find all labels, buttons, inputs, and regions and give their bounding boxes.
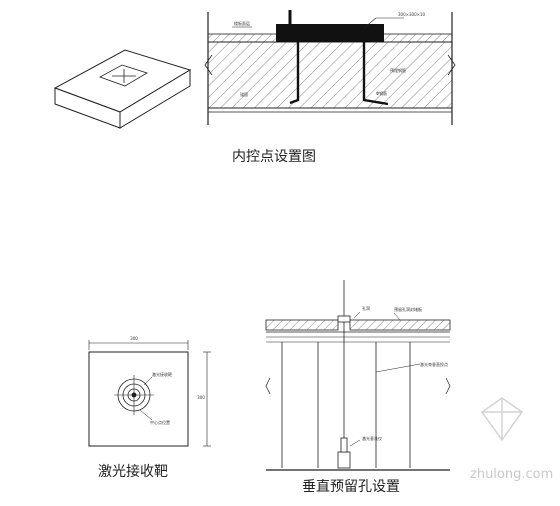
label-target-bottom: 中心点位置 [150, 419, 170, 425]
caption-vertical-reserved-hole: 垂直预留孔设置 [302, 478, 400, 495]
label-hole: 孔洞 [362, 305, 370, 311]
watermark-text: zhulong.com [470, 467, 553, 482]
label-anchor: 锚固 [240, 91, 248, 97]
label-floor-surface: 楼板面层 [234, 20, 250, 26]
label-plate-size: 300×300×10 [398, 12, 426, 17]
label-plumb-instrument: 激光垂准仪 [362, 435, 382, 441]
caption-internal-control-point: 内控点设置图 [232, 149, 316, 165]
slab-section [204, 10, 456, 125]
vertical-hole-section [265, 280, 451, 471]
isometric-block [53, 49, 192, 129]
laser-target [88, 340, 211, 447]
caption-laser-receiver: 激光接收靶 [98, 463, 168, 480]
dimension-height: 300 [197, 395, 205, 400]
label-rebar: Φ钢筋 [376, 90, 387, 96]
label-embedded-rebar: 预埋钢筋 [390, 67, 406, 73]
watermark-logo [480, 397, 524, 442]
dimension-width: 300 [130, 336, 138, 341]
label-target-center: 激光接收靶 [152, 371, 172, 377]
label-cover-plate: 预留孔洞封堵板 [394, 306, 422, 312]
label-laser-beam: 激光束垂直投点 [420, 361, 448, 367]
